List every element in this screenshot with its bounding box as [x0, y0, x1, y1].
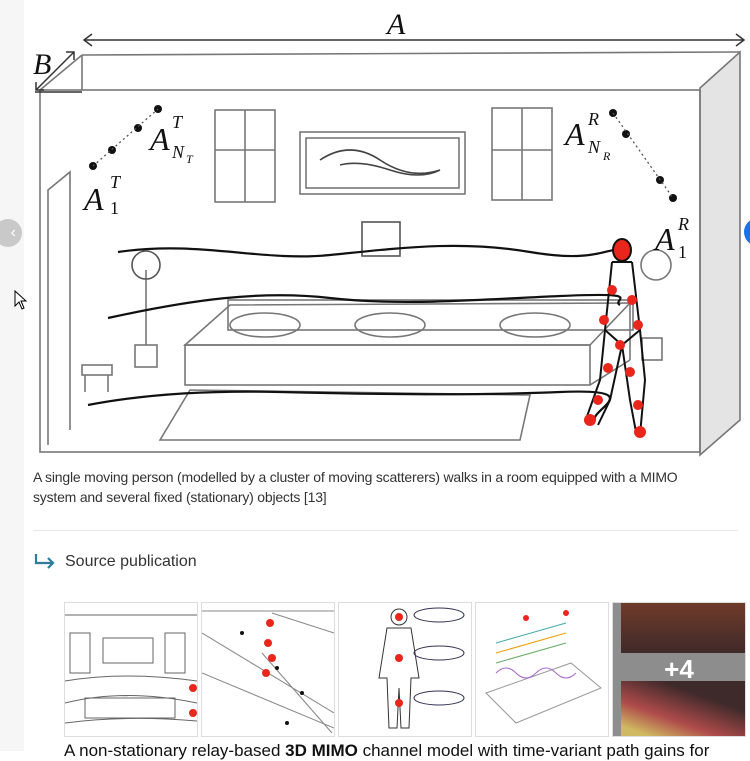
- left-gutter: [0, 0, 24, 751]
- figure-thumbnails: +4: [64, 602, 746, 737]
- divider: [33, 530, 738, 531]
- dimension-b-label: B: [33, 48, 51, 81]
- svg-text:N: N: [587, 137, 601, 157]
- svg-text:A: A: [82, 181, 104, 217]
- more-figures-count: +4: [613, 603, 745, 736]
- thumbnail-scatterer-paths[interactable]: [201, 602, 335, 737]
- svg-text:1: 1: [678, 242, 687, 262]
- svg-text:1: 1: [110, 198, 119, 218]
- next-figure-button[interactable]: [744, 218, 750, 246]
- svg-text:A: A: [148, 121, 170, 157]
- thumbnail-3d-trajectory[interactable]: [475, 602, 609, 737]
- return-arrow-icon: [34, 554, 55, 569]
- room-figure: A B A T 1 A T N T A R N R A R 1: [33, 8, 746, 457]
- figure-caption: A single moving person (modelled by a cl…: [33, 469, 678, 505]
- chevron-left-icon: ‹: [10, 224, 16, 241]
- svg-text:R: R: [677, 214, 689, 234]
- svg-text:T: T: [172, 112, 184, 132]
- thumbnail-spectrogram[interactable]: +4: [612, 602, 746, 737]
- previous-figure-button[interactable]: ‹: [0, 219, 22, 247]
- source-publication-label: Source publication: [65, 553, 197, 570]
- svg-text:R: R: [587, 109, 599, 129]
- tx-antenna-1-label: A T 1: [82, 172, 122, 218]
- thumbnail-room-figure[interactable]: [64, 602, 198, 737]
- svg-text:A: A: [563, 116, 585, 152]
- thumbnail-human-body[interactable]: [338, 602, 472, 737]
- source-publication-heading: Source publication: [33, 553, 197, 571]
- publication-title-link[interactable]: A non-stationary relay-based 3D MIMO cha…: [64, 741, 710, 760]
- svg-text:A: A: [653, 221, 675, 257]
- svg-text:R: R: [602, 149, 611, 163]
- svg-text:T: T: [110, 172, 122, 192]
- svg-text:T: T: [186, 152, 194, 166]
- rx-antenna-nr-label: A R N R: [563, 109, 611, 163]
- rx-antenna-1-label: A R 1: [653, 214, 689, 262]
- mouse-cursor-icon: [14, 290, 28, 310]
- svg-text:N: N: [171, 142, 185, 162]
- dimension-a-label: A: [385, 8, 406, 41]
- tx-antenna-nt-label: A T N T: [148, 112, 194, 166]
